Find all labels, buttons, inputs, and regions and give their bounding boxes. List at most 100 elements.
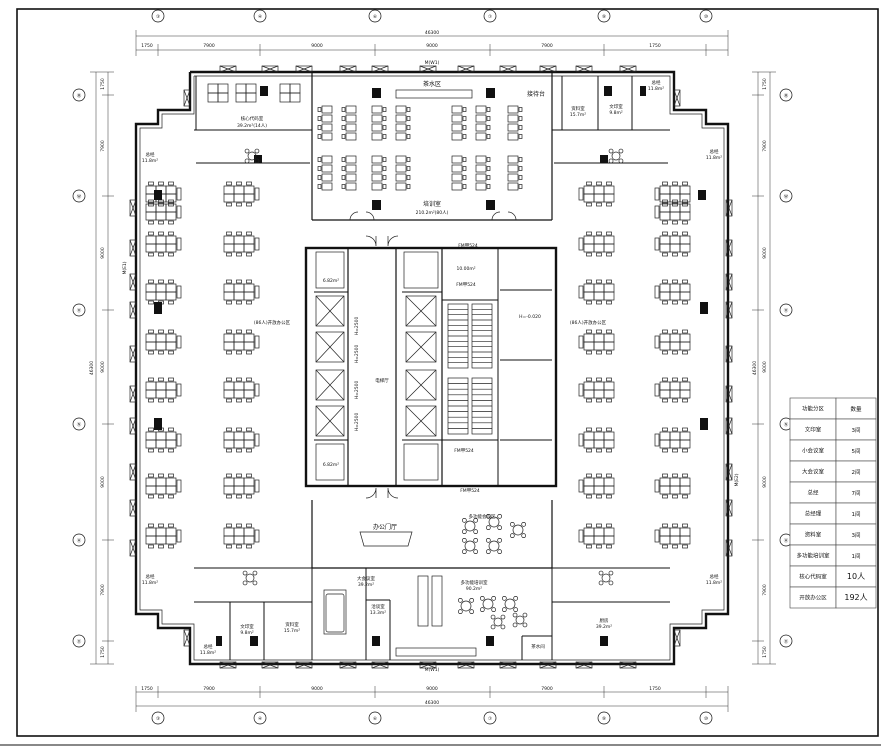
desk — [233, 431, 245, 441]
chair — [158, 231, 164, 236]
dim-seg: 1750 — [649, 43, 661, 49]
desk — [155, 333, 167, 343]
desk — [659, 193, 671, 203]
desk — [659, 203, 671, 213]
window-glyph — [575, 65, 593, 73]
dim-seg: 7900 — [203, 686, 215, 692]
desk — [583, 439, 595, 449]
chair — [586, 523, 592, 528]
dim-seg: 9000 — [100, 361, 106, 373]
lounge-right-label: 总经 — [710, 148, 719, 155]
chair — [662, 448, 668, 453]
structural-columns — [154, 190, 708, 430]
open-office-right-desks — [578, 181, 691, 549]
desk — [669, 203, 681, 213]
chair — [148, 523, 154, 528]
window — [619, 661, 637, 669]
chair — [662, 202, 668, 207]
chair — [586, 181, 592, 186]
lounge-left-area: 11.8m² — [142, 158, 158, 164]
training-chair — [486, 166, 491, 171]
chair — [226, 448, 232, 453]
desk — [145, 243, 157, 253]
desk — [155, 243, 167, 253]
print-top-area: 9.8m² — [609, 110, 623, 116]
grid-col-label: ⑨ — [602, 716, 606, 722]
chair — [606, 231, 612, 236]
training-chair — [462, 166, 467, 171]
desk — [145, 203, 157, 213]
cabinet — [176, 237, 182, 251]
chair — [682, 377, 688, 382]
storage-bottom-label: 茶水间 — [531, 643, 545, 650]
round-chair — [244, 148, 250, 154]
shaft-b-label: 6.82m² — [323, 462, 339, 468]
desk — [679, 185, 691, 195]
chair — [596, 523, 602, 528]
desk — [145, 485, 157, 495]
cabinet — [176, 383, 182, 397]
desk — [243, 193, 255, 203]
round-chair — [618, 148, 624, 154]
big-meeting-label: 大会议室 — [357, 575, 375, 582]
desk — [145, 291, 157, 301]
training-chair — [317, 166, 322, 171]
elevator-car — [315, 405, 345, 437]
round-chair — [457, 609, 463, 615]
window — [129, 385, 137, 403]
desk — [603, 291, 615, 301]
chair — [168, 202, 174, 207]
chair — [226, 231, 232, 236]
window-glyph — [575, 661, 593, 669]
training-chair — [341, 166, 346, 171]
dim-seg: 1750 — [141, 43, 153, 49]
chair — [596, 300, 602, 305]
chair — [606, 350, 612, 355]
chair — [226, 377, 232, 382]
dimension-line-top: 46300 1750 7900 9000 9000 7900 1750 M(W1… — [135, 30, 729, 66]
chair — [596, 427, 602, 432]
window — [339, 65, 357, 73]
chair — [682, 231, 688, 236]
desk — [603, 243, 615, 253]
chair — [226, 300, 232, 305]
window-glyph — [129, 499, 137, 517]
desk — [223, 439, 235, 449]
chair — [672, 448, 678, 453]
dimension-line-bottom: 1750 7900 9000 9000 7900 1750 46300 M(W1… — [135, 667, 729, 712]
training-desk — [507, 173, 519, 182]
dim-seg: 9000 — [762, 247, 768, 259]
chair — [606, 398, 612, 403]
chair — [226, 329, 232, 334]
chair — [682, 544, 688, 549]
bottom-zone: 大会议室 39.2m² 多功能培训室 90.2m² 洽谈室 13.3m² 茶水间… — [142, 567, 722, 660]
training-desk — [395, 114, 407, 123]
chair — [596, 329, 602, 334]
desk — [669, 485, 681, 495]
desk — [223, 333, 235, 343]
desk — [233, 235, 245, 245]
chair — [672, 427, 678, 432]
window — [183, 629, 191, 647]
dim-total-right: 46300 — [752, 361, 758, 375]
legend-function: 小会议室 — [802, 447, 825, 455]
window — [499, 65, 517, 73]
training-desk — [451, 123, 463, 132]
core-desk — [217, 83, 229, 94]
dim-h-label: H=2500 — [354, 345, 360, 364]
open-office-right-label: (86人)开放办公区 — [570, 319, 607, 326]
cabinet — [578, 335, 584, 349]
training-desk — [451, 164, 463, 173]
legend-count: 3间 — [852, 426, 861, 434]
chair — [236, 377, 242, 382]
chair — [606, 523, 612, 528]
axis-mark-top: M(W1) — [425, 60, 440, 66]
window-glyph — [219, 65, 237, 73]
core-desk — [207, 92, 219, 103]
cabinet — [654, 237, 660, 251]
chair — [236, 398, 242, 403]
round-chair — [509, 533, 515, 539]
cabinet — [578, 187, 584, 201]
window — [457, 65, 475, 73]
